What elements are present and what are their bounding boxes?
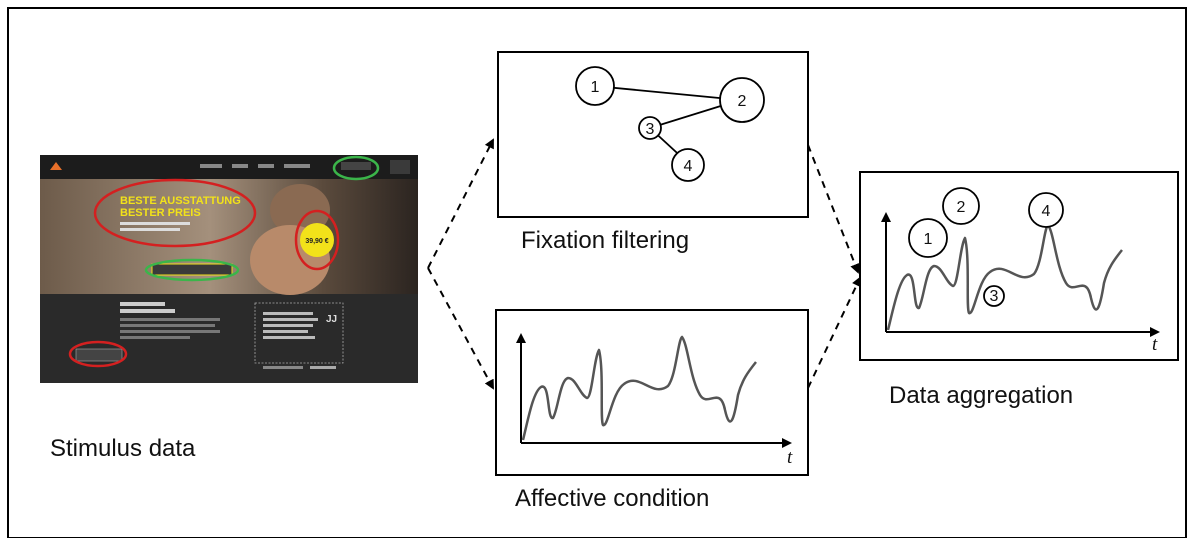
affective-signal-curve [521, 335, 757, 441]
svg-text:3: 3 [646, 121, 655, 138]
arrow-to-fixation [427, 138, 494, 269]
svg-text:4: 4 [1042, 203, 1051, 220]
svg-text:1: 1 [924, 231, 933, 248]
aoi-price-ellipse [294, 209, 340, 271]
aggregation-marker: 3 [983, 285, 1005, 307]
aggregation-signal-curve [886, 223, 1123, 331]
aggregation-axis-t: t [1152, 334, 1158, 355]
fixation-point: 3 [638, 116, 662, 140]
fixation-point: 2 [719, 77, 765, 123]
svg-text:JJ: JJ [326, 314, 337, 325]
data-aggregation-label: Data aggregation [889, 382, 1074, 409]
site-price-text: 39,90 € [305, 238, 328, 245]
affective-panel: t [495, 309, 809, 476]
fixation-filtering-label: Fixation filtering [521, 227, 690, 254]
svg-text:3: 3 [990, 288, 999, 305]
flow-arrows [427, 138, 862, 390]
site-headline-1: BESTE AUSSTATTUNG [120, 195, 241, 207]
fixation-panel: 1 2 3 4 [497, 51, 809, 218]
svg-text:4: 4 [684, 158, 693, 175]
aggregation-panel: 1 2 3 4 t [859, 171, 1179, 361]
site-small-button [75, 348, 123, 362]
aoi-nav-ellipse [332, 155, 380, 181]
affective-condition-label: Affective condition [515, 485, 710, 512]
aggregation-marker: 1 [908, 218, 948, 258]
fixation-point: 4 [671, 148, 705, 182]
arrow-to-affective [427, 267, 494, 390]
svg-text:1: 1 [591, 79, 600, 96]
aggregation-marker: 4 [1028, 192, 1064, 228]
site-quote-box [254, 302, 344, 364]
site-logo-icon [50, 162, 62, 170]
site-price-badge [300, 223, 334, 257]
stimulus-data-label: Stimulus data [50, 435, 196, 462]
stimulus-screenshot: BESTE AUSSTATTUNG BESTER PREIS 39,90 € J… [40, 155, 418, 383]
svg-text:2: 2 [957, 199, 966, 216]
fixation-point: 1 [575, 66, 615, 106]
aoi-button-ellipse [68, 340, 128, 368]
site-cta-button [151, 263, 233, 276]
aoi-headline-ellipse [93, 178, 257, 248]
aggregation-marker: 2 [942, 187, 980, 225]
affective-axis-t: t [787, 447, 793, 468]
arrow-fixation-to-aggregation [807, 144, 860, 274]
aoi-cta-ellipse [144, 258, 240, 282]
site-headline-2: BESTER PREIS [120, 207, 201, 219]
svg-text:2: 2 [738, 93, 747, 110]
